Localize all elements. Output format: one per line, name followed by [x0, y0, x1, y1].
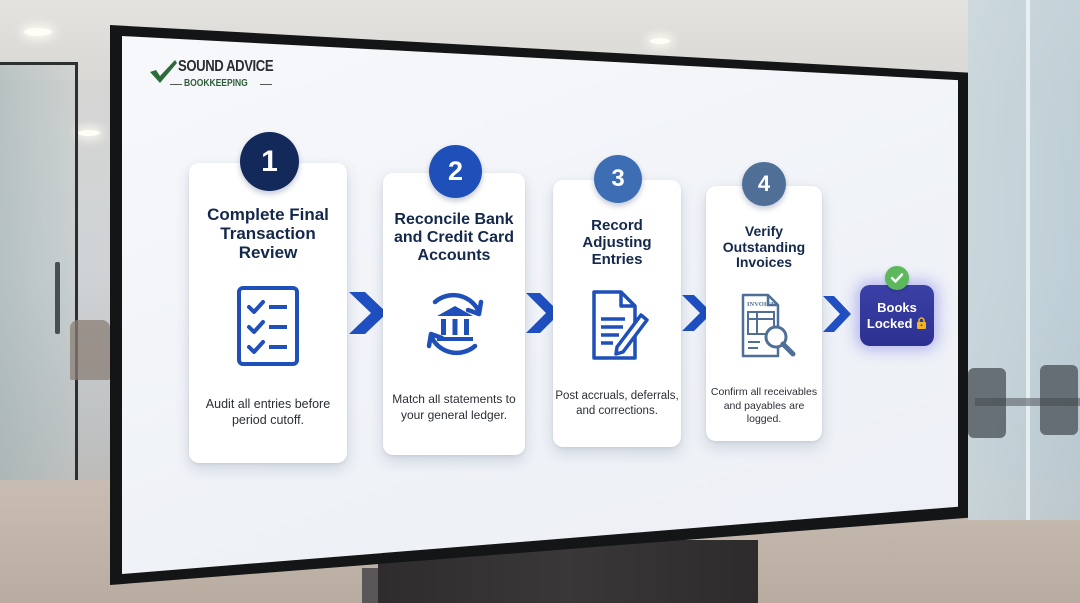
ceiling-light: [650, 38, 670, 44]
check-circle-icon: [885, 266, 909, 290]
chevron-right-icon: [349, 292, 387, 334]
lock-icon: [917, 317, 927, 329]
background-chair: [968, 368, 1006, 438]
step-number-2: 2: [429, 145, 482, 198]
background-glass-mullion: [1026, 0, 1030, 520]
background-chair: [70, 320, 110, 380]
step-number-4: 4: [742, 162, 786, 206]
bank-reconcile-icon: [426, 292, 484, 356]
books-locked-badge: Books Locked: [860, 285, 934, 346]
logo-subtitle: BOOKKEEPING: [184, 78, 248, 89]
step-title: Verify Outstanding Invoices: [722, 223, 806, 271]
company-logo: SOUND ADVICE BOOKKEEPING: [148, 56, 278, 96]
step-description: Post accruals, deferrals, and correction…: [555, 390, 679, 417]
ceiling-light: [24, 28, 52, 36]
step-description: Match all statements to your general led…: [392, 392, 516, 422]
document-edit-icon: [592, 290, 649, 360]
background-glass-wall: [968, 0, 1080, 520]
step-card-2: Reconcile Bank and Credit Card Accounts …: [383, 173, 525, 455]
step-number-3: 3: [594, 155, 642, 203]
background-glass-door: [0, 62, 78, 482]
logo-divider: [170, 84, 182, 85]
monitor-stand-pole: [362, 568, 380, 603]
step-number-1: 1: [240, 132, 299, 191]
invoice-search-icon: INVOICE: [741, 293, 796, 358]
step-title: Reconcile Bank and Credit Card Accounts: [393, 211, 514, 264]
step-description: Audit all entries before period cutoff.: [205, 397, 331, 428]
books-locked-line1: Books: [877, 300, 917, 315]
step-title: Record Adjusting Entries: [582, 217, 652, 268]
step-card-3: Record Adjusting Entries Post accruals, …: [553, 180, 681, 447]
background-door-handle: [55, 262, 60, 334]
books-locked-line2: Locked: [860, 316, 934, 332]
chevron-right-icon: [823, 296, 851, 332]
step-card-1: Complete Final Transaction Review Audit …: [189, 163, 347, 463]
logo-divider: [260, 84, 272, 85]
background-table: [975, 398, 1080, 406]
logo-title: SOUND ADVICE: [178, 58, 274, 75]
ceiling-light: [78, 130, 100, 136]
checklist-icon: [237, 286, 299, 366]
checkmark-icon: [150, 60, 177, 83]
step-card-4: Verify Outstanding Invoices INVOICE Conf…: [706, 186, 822, 441]
step-description: Confirm all receivables and payables are…: [710, 386, 818, 426]
svg-text:INVOICE: INVOICE: [747, 301, 775, 308]
step-title: Complete Final Transaction Review: [207, 205, 329, 263]
background-chair: [1040, 365, 1078, 435]
